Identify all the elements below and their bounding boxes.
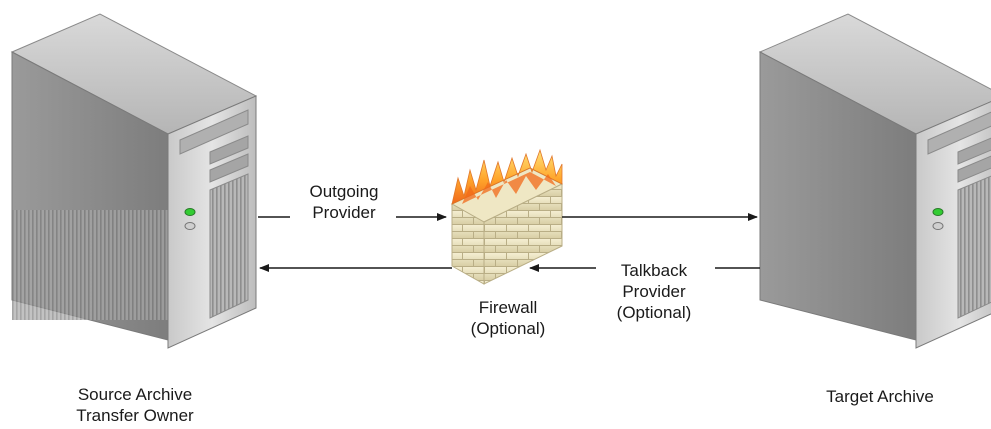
target-label: Target Archive xyxy=(826,387,934,406)
talkback-label-line3: (Optional) xyxy=(616,303,692,322)
outgoing-provider-label: Outgoing Provider xyxy=(296,181,392,223)
source-label-line1: Source Archive xyxy=(77,385,193,404)
source-server-icon xyxy=(10,13,258,349)
talkback-label-line1: Talkback xyxy=(620,261,688,280)
source-archive-label: Source Archive Transfer Owner xyxy=(50,384,220,426)
firewall-icon xyxy=(450,148,564,285)
source-label-line2: Transfer Owner xyxy=(76,406,194,425)
firewall-label: Firewall (Optional) xyxy=(455,297,561,339)
firewall-label-line2: (Optional) xyxy=(470,319,546,338)
talkback-label-line2: Provider xyxy=(622,282,686,301)
talkback-provider-label: Talkback Provider (Optional) xyxy=(597,260,711,323)
firewall-label-line1: Firewall xyxy=(478,298,538,317)
outgoing-label-line2: Provider xyxy=(312,203,376,222)
target-archive-label: Target Archive xyxy=(800,386,960,407)
outgoing-label-line1: Outgoing xyxy=(309,182,379,201)
target-server-icon xyxy=(758,13,991,349)
